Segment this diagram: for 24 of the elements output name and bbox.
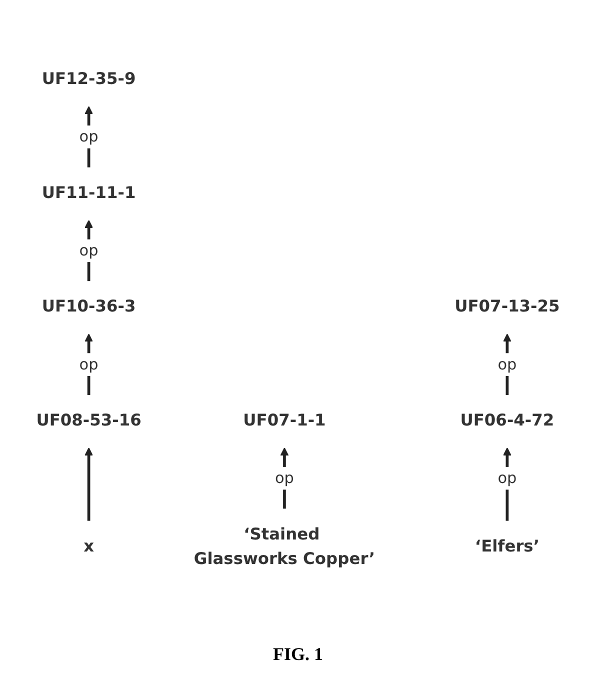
- arrow: [84, 334, 93, 396]
- node-text: UF10-36-3: [42, 298, 136, 317]
- node-text: UF07-1-1: [243, 411, 326, 430]
- edge-label: op: [498, 469, 517, 488]
- node-text: ‘Stained Glassworks Copper’: [194, 525, 376, 569]
- node-text: UF06-4-72: [460, 411, 554, 430]
- edge-label: op: [79, 355, 98, 374]
- edge-label: op: [79, 241, 98, 260]
- node-text: UF11-11-1: [42, 184, 136, 203]
- figure-caption: FIG. 1: [272, 644, 324, 665]
- node-text: UF12-35-9: [42, 70, 136, 90]
- edge-label: op: [498, 355, 517, 374]
- arrow: [280, 448, 289, 510]
- arrow: [503, 334, 512, 396]
- edge-label: op: [79, 128, 98, 146]
- arrow: [84, 448, 93, 522]
- arrow: [503, 448, 512, 522]
- node-text: UF07-13-25: [454, 298, 560, 317]
- arrow: [84, 106, 93, 168]
- edge-label: op: [274, 469, 294, 488]
- arrow: [84, 220, 93, 282]
- node-text: UF08-53-16: [36, 411, 142, 430]
- node-text: ‘Elfers’: [474, 537, 540, 556]
- node-text: x: [84, 537, 94, 556]
